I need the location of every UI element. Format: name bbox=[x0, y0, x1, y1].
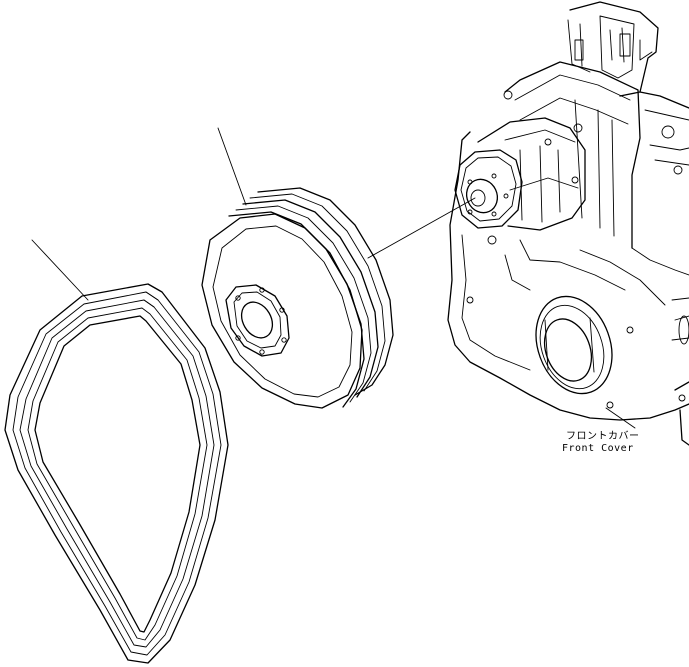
pulley-leader-line bbox=[217, 127, 247, 206]
crank-pulley bbox=[201, 187, 394, 409]
belt-leader-line bbox=[31, 239, 89, 301]
front-cover-label-en: Front Cover bbox=[562, 443, 634, 454]
v-belt bbox=[4, 283, 229, 664]
engine-front-cover bbox=[447, 1, 689, 446]
front-cover-leader-line bbox=[605, 407, 636, 429]
front-cover-label-jp: フロントカバー bbox=[566, 431, 640, 442]
shaft-axis-line bbox=[367, 197, 476, 259]
